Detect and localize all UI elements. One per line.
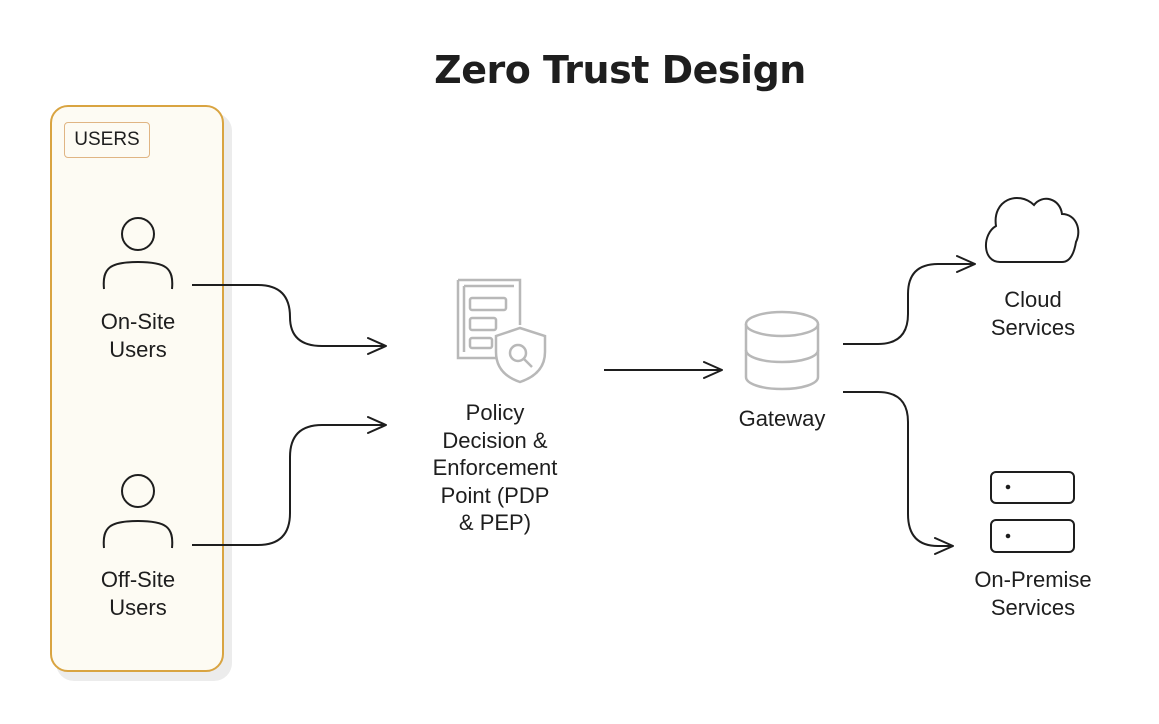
onpremise-services-label-line1: On-Premise [974,567,1092,592]
arrow-gateway-to-onprem [843,391,954,555]
server-rack-icon [990,471,1075,553]
cloud-services-label-line2: Services [990,315,1076,340]
user-icon [102,217,174,290]
database-icon [744,310,820,391]
cloud-services-label-line1: Cloud [1004,287,1062,312]
onsite-users-label: On-Site Users [78,308,198,364]
arrow-offsite-to-policy [192,416,387,546]
arrow-onsite-to-policy [192,284,387,355]
onsite-users-label-line2: Users [109,337,167,362]
cloud-services-label: Cloud Services [973,286,1093,342]
policy-label-line: Policy [465,400,525,425]
offsite-users-label-line2: Users [109,595,167,620]
users-group-container[interactable] [50,105,224,672]
cloud-icon [985,197,1080,263]
arrow-gateway-to-cloud [843,255,976,345]
policy-label-line: Decision & [442,427,548,453]
policy-label-line: & PEP) [458,510,532,535]
policy-label-line: Enforcement [432,455,558,480]
diagram-title: Zero Trust Design [434,48,806,92]
policy-label: Policy Decision & Enforcement Point (PDP… [415,399,575,537]
offsite-users-label: Off-Site Users [78,566,198,622]
onsite-users-label-line1: On-Site [100,309,176,334]
onpremise-services-label-line2: Services [990,595,1076,620]
gateway-label: Gateway [738,406,826,431]
offsite-users-label-line1: Off-Site [100,567,176,592]
document-shield-search-icon [456,278,547,384]
users-group-label: USERS [64,122,150,158]
policy-label-line: Point (PDP [440,482,550,508]
user-icon [102,474,174,549]
onpremise-services-label: On-Premise Services [958,566,1108,622]
